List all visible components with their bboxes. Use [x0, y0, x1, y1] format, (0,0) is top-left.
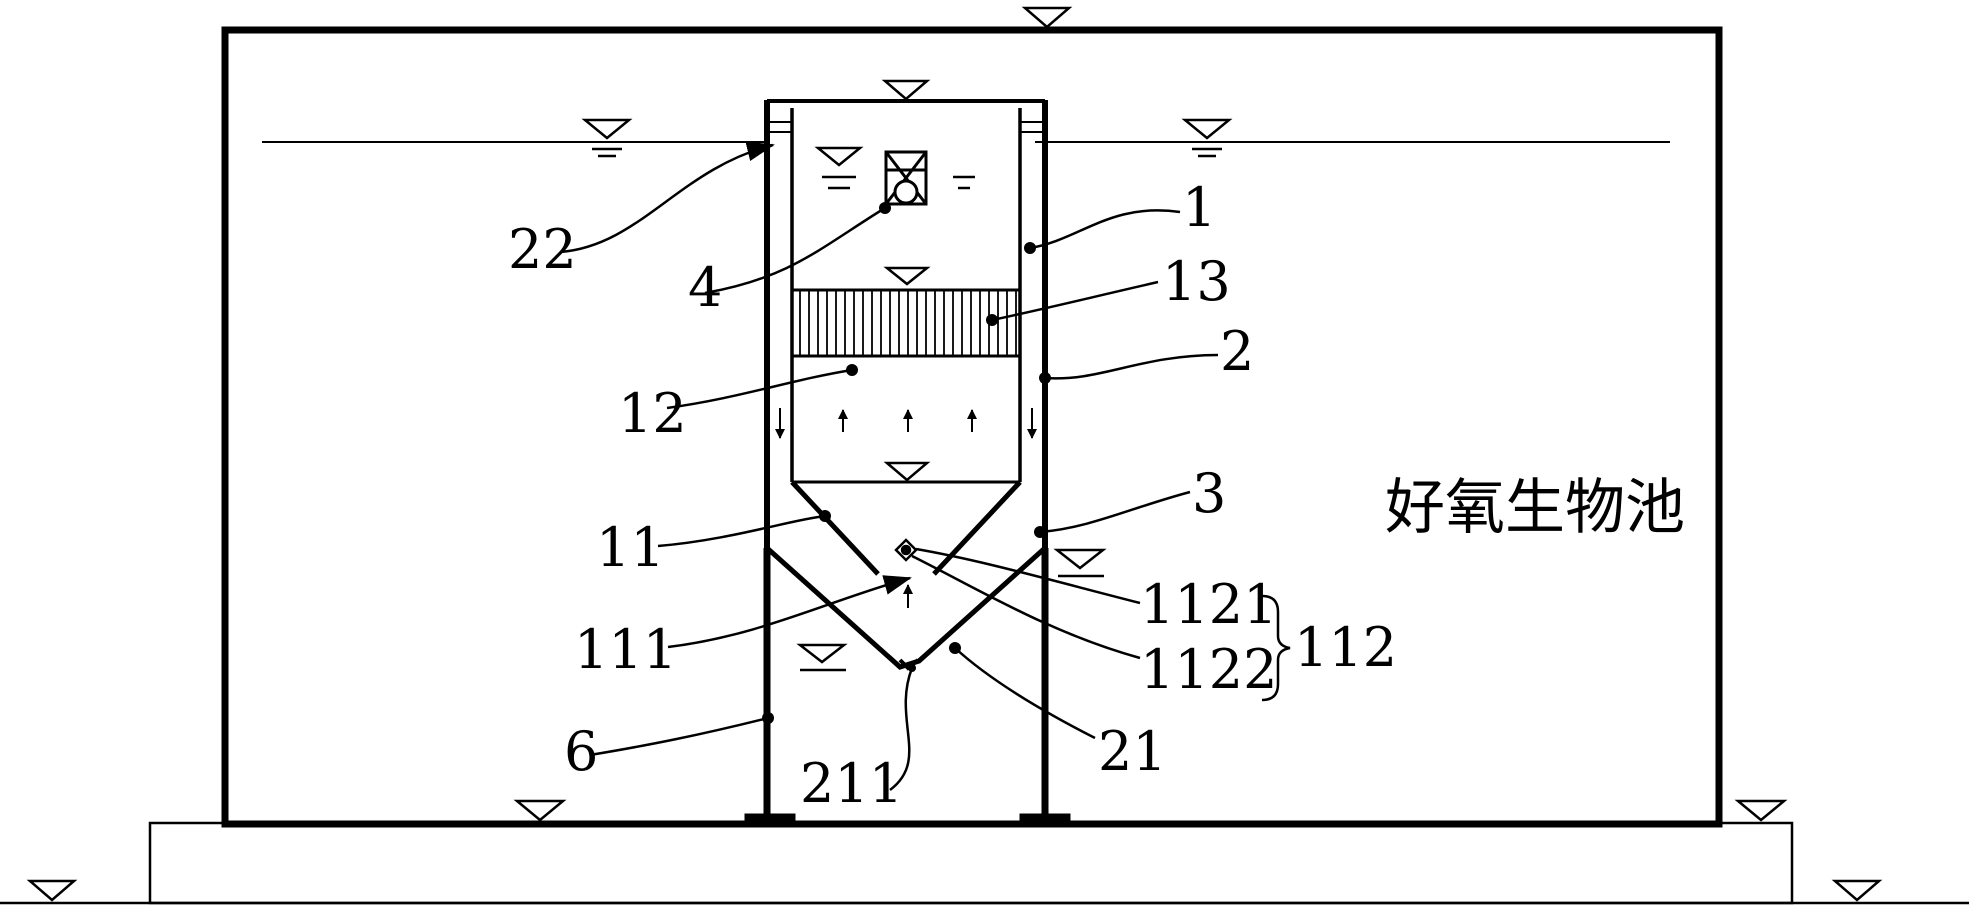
leader-dots [762, 202, 1051, 724]
pool-name-label: 好氧生物池 [1385, 473, 1685, 543]
label-112: 112 [1294, 616, 1397, 679]
level-marker-water-left-icon [581, 118, 633, 140]
level-marker-top-icon [1021, 6, 1073, 29]
inner-cone [790, 480, 1022, 576]
label-22: 22 [508, 218, 577, 281]
filter-layer [790, 288, 1022, 358]
label-21: 21 [1098, 720, 1167, 783]
label-2: 2 [1220, 320, 1254, 383]
label-11: 11 [596, 516, 665, 579]
level-marker-filter-icon [883, 266, 931, 286]
label-6: 6 [564, 720, 598, 783]
level-marker-cone-icon [883, 461, 931, 482]
label-1122: 1122 [1140, 638, 1277, 701]
valve-112 [894, 538, 918, 562]
label-12: 12 [618, 382, 687, 445]
foundation [0, 821, 1969, 905]
leg-foot-right [1019, 813, 1071, 824]
lower-cone [765, 546, 1047, 670]
device-4 [884, 150, 928, 206]
leg-foot-left [744, 813, 796, 824]
level-marker-inner-water-icon [814, 146, 864, 167]
level-markers [26, 6, 1883, 902]
label-111: 111 [574, 618, 677, 681]
level-marker-water-right-icon [1181, 118, 1233, 140]
brace-112 [1261, 594, 1291, 702]
level-marker-ground-left-icon [26, 879, 78, 902]
level-marker-reactor-top-icon [881, 79, 931, 101]
label-211: 211 [800, 752, 903, 815]
label-4: 4 [688, 256, 722, 319]
label-1121: 1121 [1140, 573, 1277, 636]
leader-lines [559, 141, 1219, 791]
level-marker-bottom-icon [513, 799, 567, 822]
level-marker-foundation-icon [1734, 799, 1788, 822]
level-marker-lower-icon [796, 643, 848, 664]
aerobic-pool-wall [221, 26, 1723, 828]
label-3: 3 [1192, 462, 1226, 525]
level-marker-annulus-icon [1053, 548, 1107, 570]
foundation-slab [148, 821, 1794, 905]
settling-reactor [744, 99, 1071, 824]
level-marker-ground-right-icon [1831, 879, 1883, 902]
label-13: 13 [1162, 250, 1231, 313]
label-1: 1 [1182, 176, 1216, 239]
